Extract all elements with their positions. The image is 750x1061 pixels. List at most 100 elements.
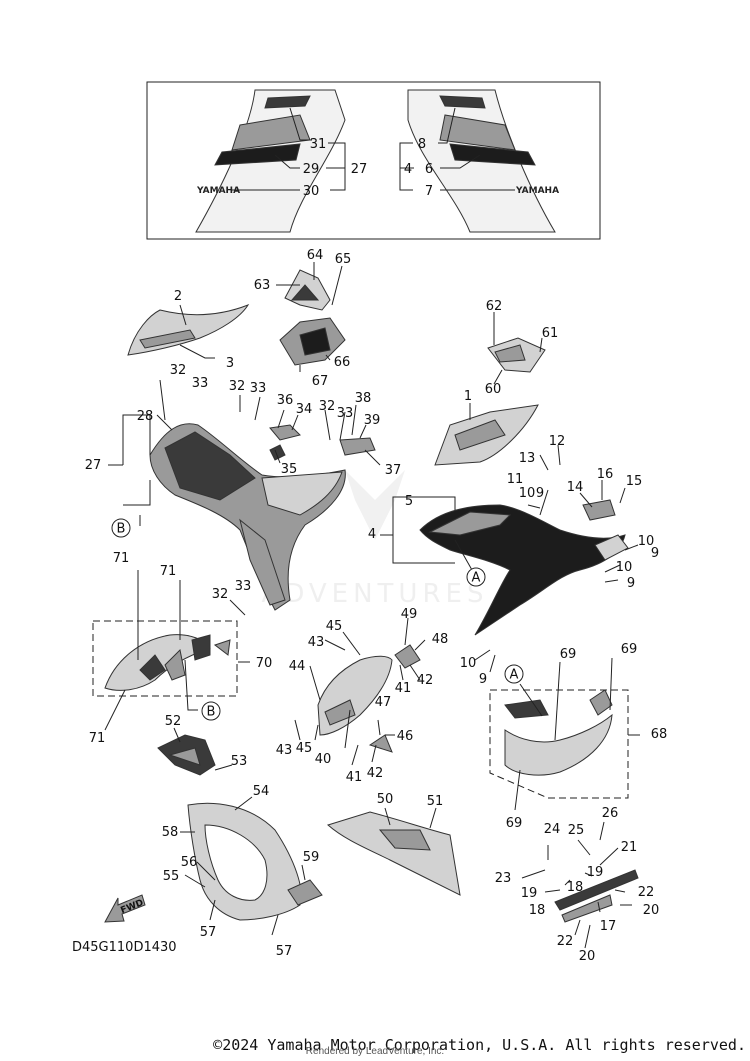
callout-4-2: 4 [404, 162, 412, 177]
callout-36: 36 [277, 393, 294, 408]
callout-3: 3 [226, 356, 234, 371]
callout-30: 30 [303, 184, 320, 199]
callout-18-2: 18 [529, 903, 546, 918]
callout-16: 16 [597, 467, 614, 482]
callout-8: 8 [418, 137, 426, 152]
ref-label-b-1: B [117, 522, 126, 537]
callout-35: 35 [281, 462, 298, 477]
callout-66: 66 [334, 355, 351, 370]
callout-51: 51 [427, 794, 444, 809]
callout-17: 17 [600, 919, 617, 934]
part-group-54 [180, 796, 323, 936]
callout-10-2: 10 [638, 534, 655, 549]
callout-12: 12 [549, 434, 566, 449]
callout-61: 61 [542, 326, 559, 341]
callout-40: 40 [315, 752, 332, 767]
callout-26: 26 [602, 806, 619, 821]
part-group-2 [127, 303, 250, 359]
callout-55: 55 [163, 869, 180, 884]
part-group-17 [521, 821, 639, 949]
callout-71: 71 [113, 551, 130, 566]
callout-9-2: 9 [651, 546, 659, 561]
callout-33-2: 33 [250, 381, 267, 396]
ref-label-a-1: A [472, 571, 481, 586]
callout-49: 49 [401, 607, 418, 622]
callout-22-2: 22 [557, 934, 574, 949]
callout-63: 63 [254, 278, 271, 293]
callout-21: 21 [621, 840, 638, 855]
callout-32-4: 32 [212, 587, 229, 602]
rendered-by-notice: Rendered by LeadVenture, Inc. [305, 1046, 445, 1057]
watermark-text: ADVENTURES [262, 579, 489, 609]
callout-50: 50 [377, 792, 394, 807]
part-group-14 [474, 480, 639, 673]
callout-1: 1 [464, 389, 472, 404]
callout-44: 44 [289, 659, 306, 674]
fwd-arrow-icon: FWD [104, 894, 146, 923]
part-group-70 [92, 570, 250, 731]
callout-58: 58 [162, 825, 179, 840]
callout-33-3: 33 [337, 406, 354, 421]
callout-33-4: 33 [235, 579, 252, 594]
part-group-40 [294, 617, 426, 766]
callout-18: 18 [567, 880, 584, 895]
decal-text-left: YAMAHA [196, 186, 240, 196]
callout-41: 41 [395, 681, 412, 696]
callout-41-2: 41 [346, 770, 363, 785]
callout-60: 60 [485, 382, 502, 397]
ref-circle-a-2 [504, 664, 524, 684]
callout-46: 46 [397, 729, 414, 744]
callout-28: 28 [137, 409, 154, 424]
decal-box: YAMAHA YAMAHA [146, 81, 601, 240]
callout-5: 5 [405, 494, 413, 509]
callout-9: 9 [536, 486, 544, 501]
callout-57-2: 57 [276, 944, 293, 959]
part-group-52 [157, 727, 233, 776]
callout-45: 45 [326, 619, 343, 634]
callout-24: 24 [544, 822, 561, 837]
callout-56: 56 [181, 855, 198, 870]
part-group-1 [434, 403, 539, 466]
callout-33: 33 [192, 376, 209, 391]
callout-64: 64 [307, 248, 324, 263]
part-group-68 [489, 657, 640, 811]
callout-53: 53 [231, 754, 248, 769]
callout-9-3: 9 [627, 576, 635, 591]
callout-47: 47 [375, 695, 392, 710]
callout-23: 23 [495, 871, 512, 886]
callout-43: 43 [308, 635, 325, 650]
callout-2: 2 [174, 289, 182, 304]
callout-10-3: 10 [616, 560, 633, 575]
callout-69-2: 69 [621, 642, 638, 657]
decal-text-right: YAMAHA [515, 186, 559, 196]
callout-10-4: 10 [460, 656, 477, 671]
callout-9-4: 9 [479, 672, 487, 687]
callout-32-3: 32 [319, 399, 336, 414]
callout-7: 7 [425, 184, 433, 199]
callout-59: 59 [303, 850, 320, 865]
ref-circle-a-1 [466, 567, 486, 587]
callout-69: 69 [560, 647, 577, 662]
callout-6: 6 [425, 162, 433, 177]
callout-32: 32 [170, 363, 187, 378]
copyright-notice: ©2024 Yamaha Motor Corporation, U.S.A. A… [213, 1036, 746, 1054]
callout-13: 13 [519, 451, 536, 466]
callout-27-2: 27 [351, 162, 368, 177]
callout-11: 11 [507, 472, 524, 487]
callout-4: 4 [368, 527, 376, 542]
part-group-27 [108, 379, 346, 611]
part-group-4 [380, 444, 629, 636]
ref-label-a-2: A [510, 668, 519, 683]
callout-22: 22 [638, 885, 655, 900]
callout-54: 54 [253, 784, 270, 799]
callout-27: 27 [85, 458, 102, 473]
callout-20-2: 20 [579, 949, 596, 964]
diagram-code: D45G110D1430 [72, 940, 177, 955]
part-group-50 [327, 807, 461, 896]
callout-45-2: 45 [296, 741, 313, 756]
part-group-34 [269, 404, 381, 466]
ref-circle-b-1 [111, 518, 131, 538]
